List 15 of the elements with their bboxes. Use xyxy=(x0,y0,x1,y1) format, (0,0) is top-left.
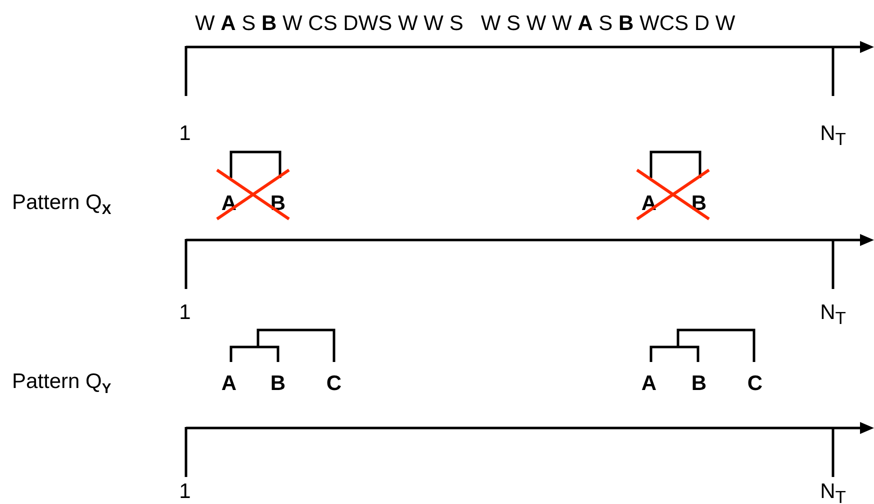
tick-label: N$_{T}$ xyxy=(820,481,846,504)
pattern-label: Pattern Q$_{X}$ xyxy=(12,192,112,216)
event-label: A xyxy=(641,373,657,394)
tick-label: 1 xyxy=(179,123,191,144)
tick-label: N$_{T}$ xyxy=(820,302,846,328)
event-label: C xyxy=(747,373,763,394)
tick-label: 1 xyxy=(179,481,191,502)
event-label: A xyxy=(221,373,237,394)
sequence-text: W A S B W CS DWS W W S W S W W A S B WCS D W xyxy=(195,13,736,34)
tick-label: N$_{T}$ xyxy=(820,123,846,149)
event-label: B xyxy=(270,373,286,394)
event-label: B xyxy=(691,373,707,394)
tick-label: 1 xyxy=(179,302,191,323)
pattern-label: Pattern Q$_{Y}$ xyxy=(12,371,112,396)
event-label: C xyxy=(326,373,342,394)
